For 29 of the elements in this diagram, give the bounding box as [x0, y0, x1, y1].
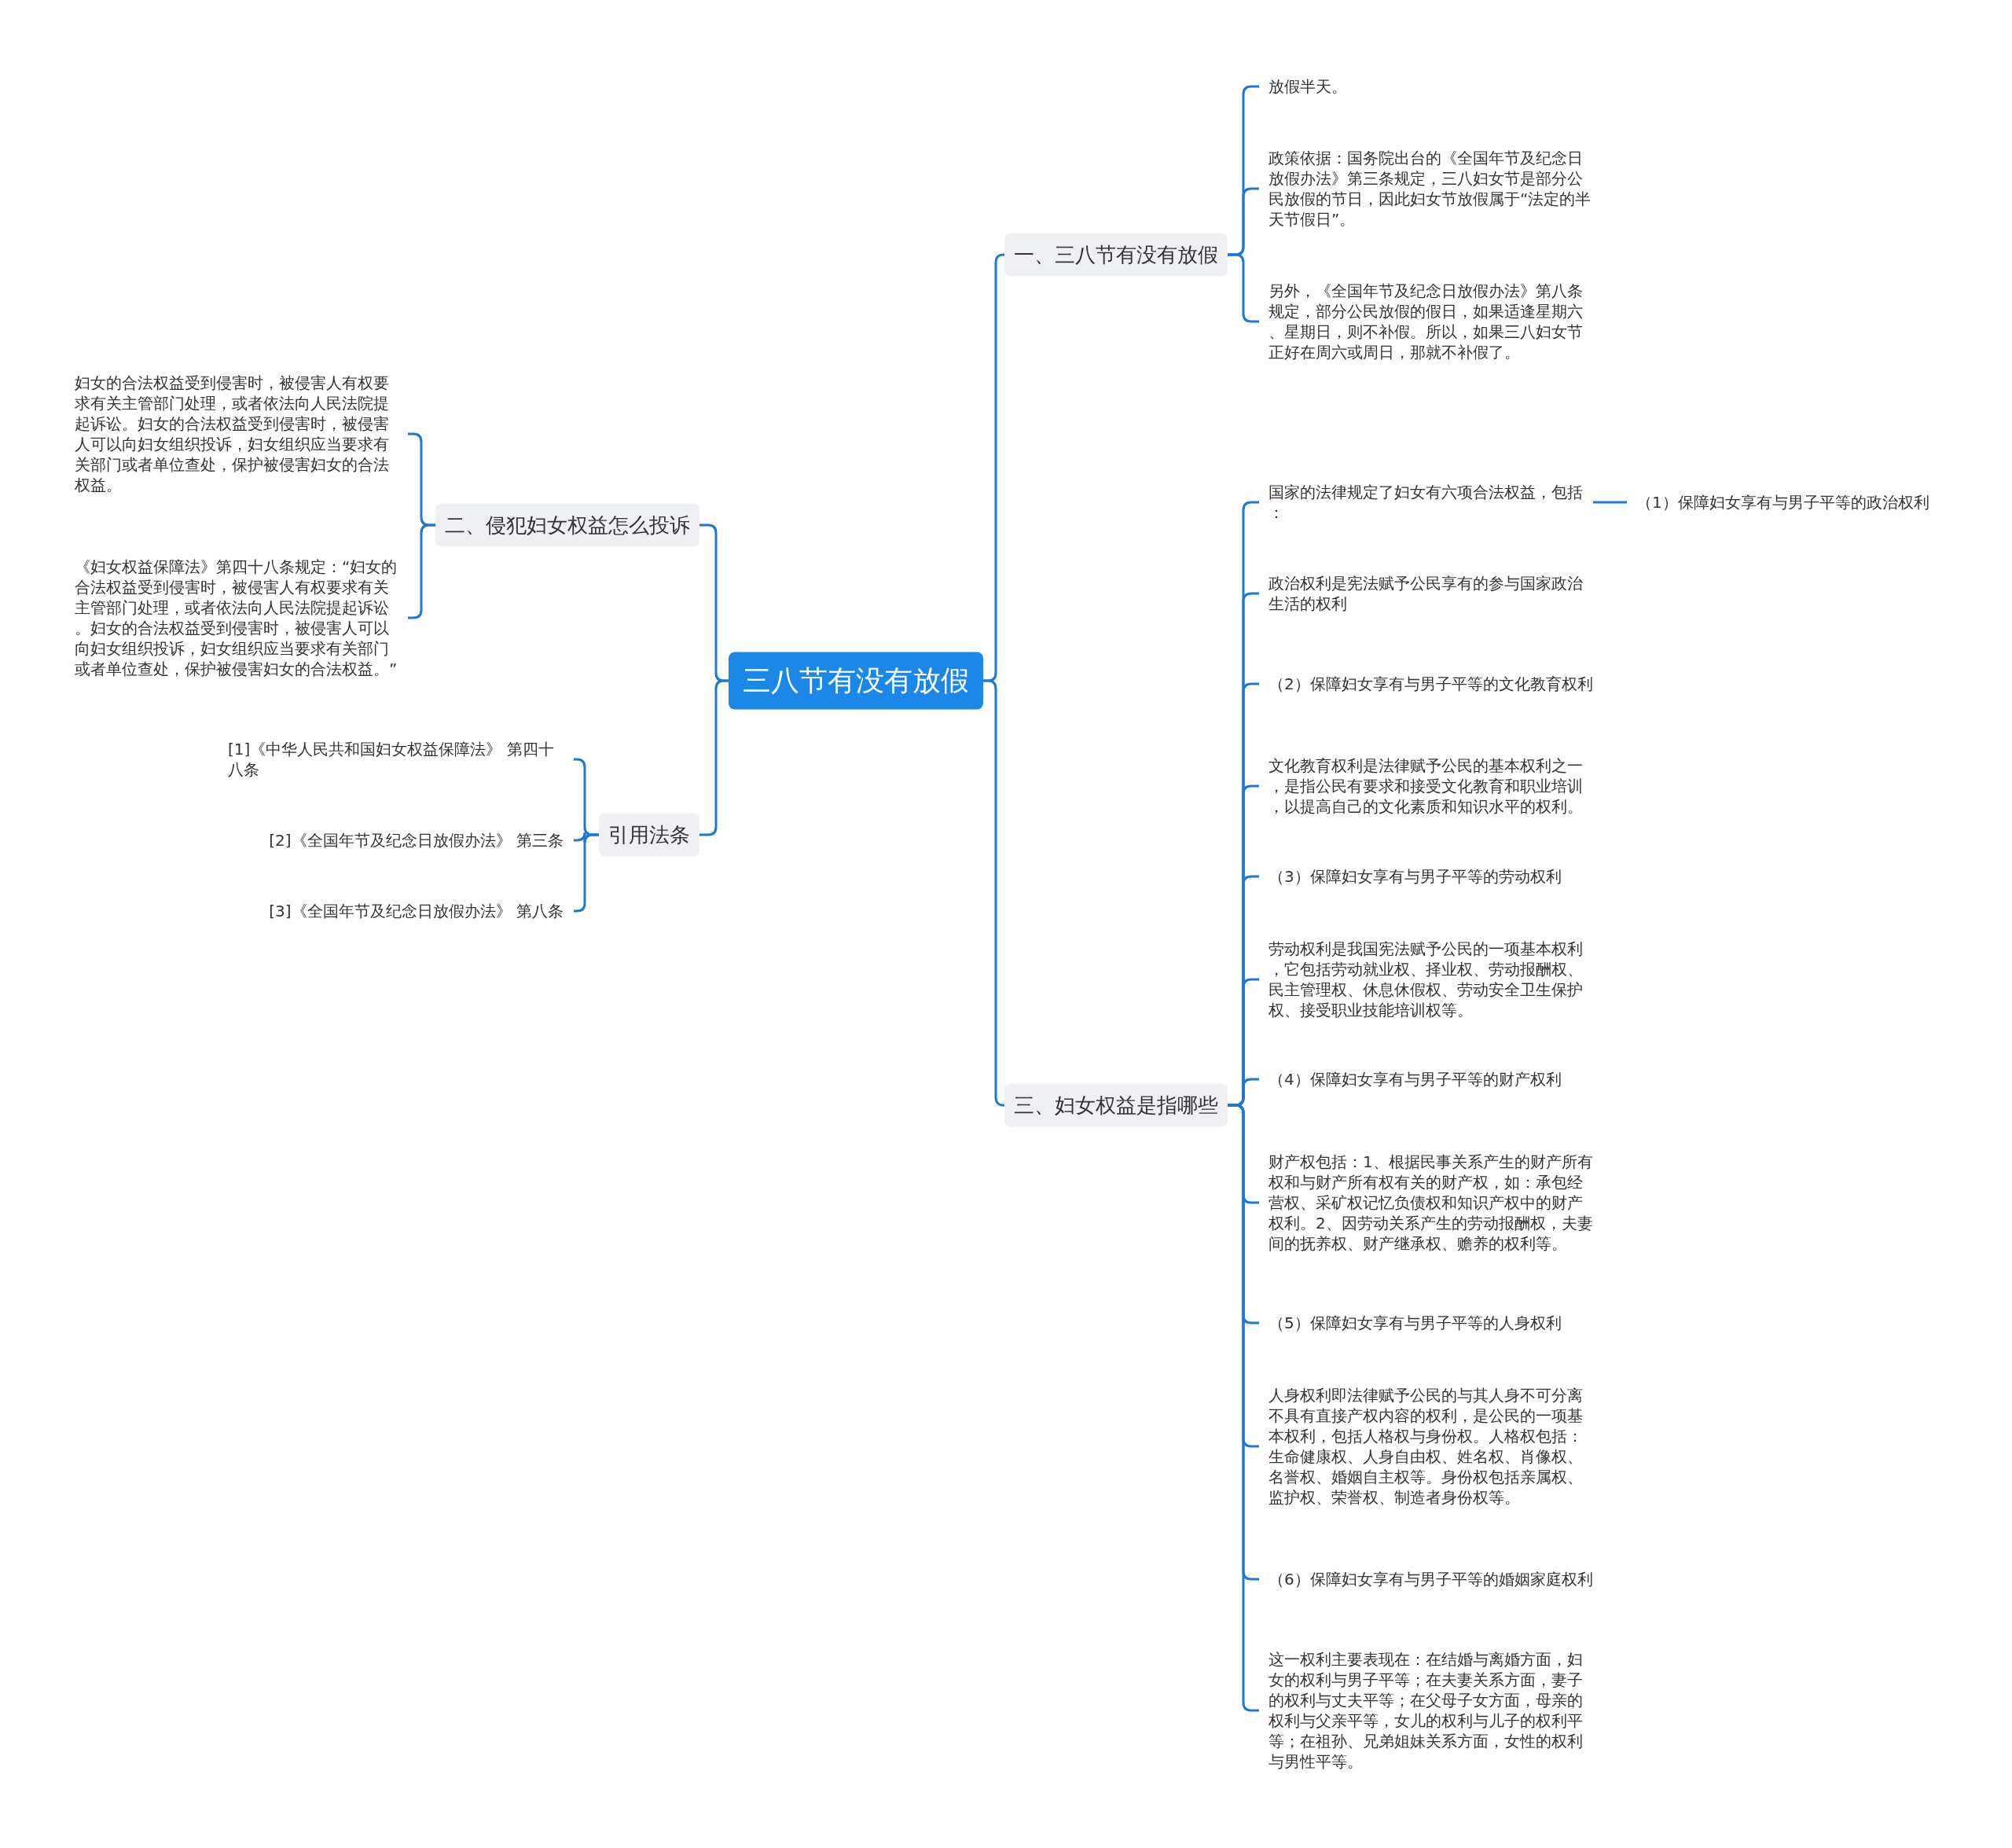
connector-line [983, 679, 1005, 1107]
topic-text: 政治权利是宪法赋予公民享有的参与国家政治生活的权利 [1259, 573, 1593, 614]
topic-text: （5）保障妇女享有与男子平等的人身权利 [1259, 1313, 1593, 1333]
topic-text: 妇女的合法权益受到侵害时，被侵害人有权要求有关主管部门处理，或者依法向人民法院提起诉讼。妇女的合法权益受到侵害时，被侵害人可以向妇女组织投诉，妇女组织应当要求有关部门或者单位查处，保护被侵害妇女的合法权益。 [75, 373, 408, 495]
connector-line [1593, 501, 1627, 504]
topic-text: 国家的法律规定了妇女有六项合法权益，包括： [1259, 482, 1593, 523]
topic-text: 放假半天。 [1259, 76, 1593, 97]
topic-box: 引用法条 [599, 813, 699, 857]
topic-text: 财产权包括：1、根据民事关系产生的财产所有权和与财产所有权有关的财产权，如：承包经营权、采矿权记忆负债权和知识产权中的财产权利。2、因劳动关系产生的劳动报酬权，夫妻间的抚养权、财产继承权、赡养的权利等。 [1259, 1152, 1593, 1254]
topic-box: 三、妇女权益是指哪些 [1004, 1083, 1228, 1127]
topic-text: 劳动权利是我国宪法赋予公民的一项基本权利，它包括劳动就业权、择业权、劳动报酬权、民主管理权、休息休假权、劳动安全卫生保护权、接受职业技能培训权等。 [1259, 939, 1593, 1020]
topic-text: 政策依据：国务院出台的《全国年节及纪念日放假办法》第三条规定，三八妇女节是部分公民放假的节日，因此妇女节放假属于“法定的半天节假日”。 [1259, 148, 1593, 230]
topic-text: （6）保障妇女享有与男子平等的婚姻家庭权利 [1259, 1569, 1593, 1589]
topic-text: [3]《全国年节及纪念日放假办法》 第八条 [269, 901, 574, 921]
connector-line [699, 679, 729, 836]
topic-box: 二、侵犯妇女权益怎么投诉 [435, 503, 699, 547]
topic-text: 另外，《全国年节及纪念日放假办法》第八条规定，部分公民放假的假日，如果适逢星期六、星期日，则不补假。所以，如果三八妇女节正好在周六或周日，那就不补假了。 [1259, 281, 1593, 362]
topic-text: （1）保障妇女享有与男子平等的政治权利 [1627, 492, 1929, 513]
topic-text: [1]《中华人民共和国妇女权益保障法》 第四十八条 [228, 739, 574, 780]
topic-box: 一、三八节有没有放假 [1004, 233, 1228, 277]
topic-text: 《妇女权益保障法》第四十八条规定：“妇女的合法权益受到侵害时，被侵害人有权要求有关主管部门处理，或者依法向人民法院提起诉讼。妇女的合法权益受到侵害时，被侵害人可以向妇女组织投诉，妇女组织应当要求有关部门或者单位查处，保护被侵害妇女的合法权益。” [75, 557, 408, 679]
topic-text: [2]《全国年节及纪念日放假办法》 第三条 [269, 830, 574, 851]
topic-text: 这一权利主要表现在：在结婚与离婚方面，妇女的权利与男子平等；在夫妻关系方面，妻子的权利与丈夫平等；在父母子女方面，母亲的权利与父亲平等，女儿的权利与儿子的权利平等；在祖孙、兄弟姐妹关系方面，女性的权利与男性平等。 [1259, 1649, 1593, 1772]
topic-text: （2）保障妇女享有与男子平等的文化教育权利 [1259, 674, 1593, 694]
topic-text: （4）保障妇女享有与男子平等的财产权利 [1259, 1069, 1593, 1089]
topic-text: 人身权利即法律赋予公民的与其人身不可分离不具有直接产权内容的权利，是公民的一项基本权利，包括人格权与身份权。人格权包括：生命健康权、人身自由权、姓名权、肖像权、名誉权、婚姻自主权等。身份权包括亲属权、监护权、荣誉权、制造者身份权等。 [1259, 1385, 1593, 1508]
topic-text: （3）保障妇女享有与男子平等的劳动权利 [1259, 866, 1593, 887]
central-topic-box: 三八节有没有放假 [729, 652, 983, 710]
topic-text: 文化教育权利是法律赋予公民的基本权利之一，是指公民有要求和接受文化教育和职业培训，以提高自己的文化素质和知识水平的权利。 [1259, 755, 1593, 817]
